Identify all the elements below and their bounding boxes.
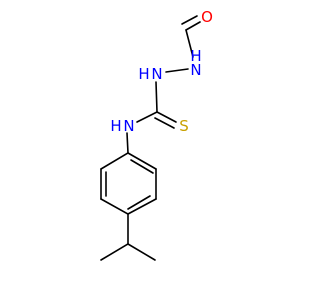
bond-formyl-c-o-1 (185, 21, 201, 31)
bond-nh-ring (126, 132, 129, 154)
bond-c-nh (136, 111, 158, 123)
thioamide-h-label: H (110, 117, 121, 135)
lower-nh-h-label: H (138, 65, 149, 83)
ring-bond-6 (100, 152, 129, 170)
ring-bond-1-inner (130, 159, 154, 174)
thioamide-n-label: N (123, 117, 134, 135)
bond-formyl-c-n (185, 29, 194, 58)
bond-formyl-c-o-2 (181, 15, 198, 25)
bond-n-c-thio (155, 81, 158, 113)
ring-bond-3 (127, 198, 157, 215)
lower-nh-n-label: N (151, 65, 162, 83)
upper-nh-n-label: N (190, 61, 201, 79)
bond-c-s-2 (154, 117, 175, 129)
ring-bond-1 (127, 152, 157, 170)
structure-canvas: O N H N H N H S (100, 8, 213, 261)
bond-isopropyl-methyl-left (100, 243, 129, 261)
ring-bond-3-inner (127, 195, 151, 210)
ring-bond-4 (100, 198, 129, 215)
bond-n-n (165, 68, 189, 73)
bond-isopropyl-methyl-right (127, 243, 156, 261)
bond-c-s-1 (156, 111, 177, 123)
thione-sulfur-label: S (179, 117, 189, 135)
upper-nh-h-label: H (190, 47, 201, 65)
molecule-structure: O N H N H N H S (100, 8, 213, 261)
formyl-oxygen-label: O (201, 8, 213, 26)
